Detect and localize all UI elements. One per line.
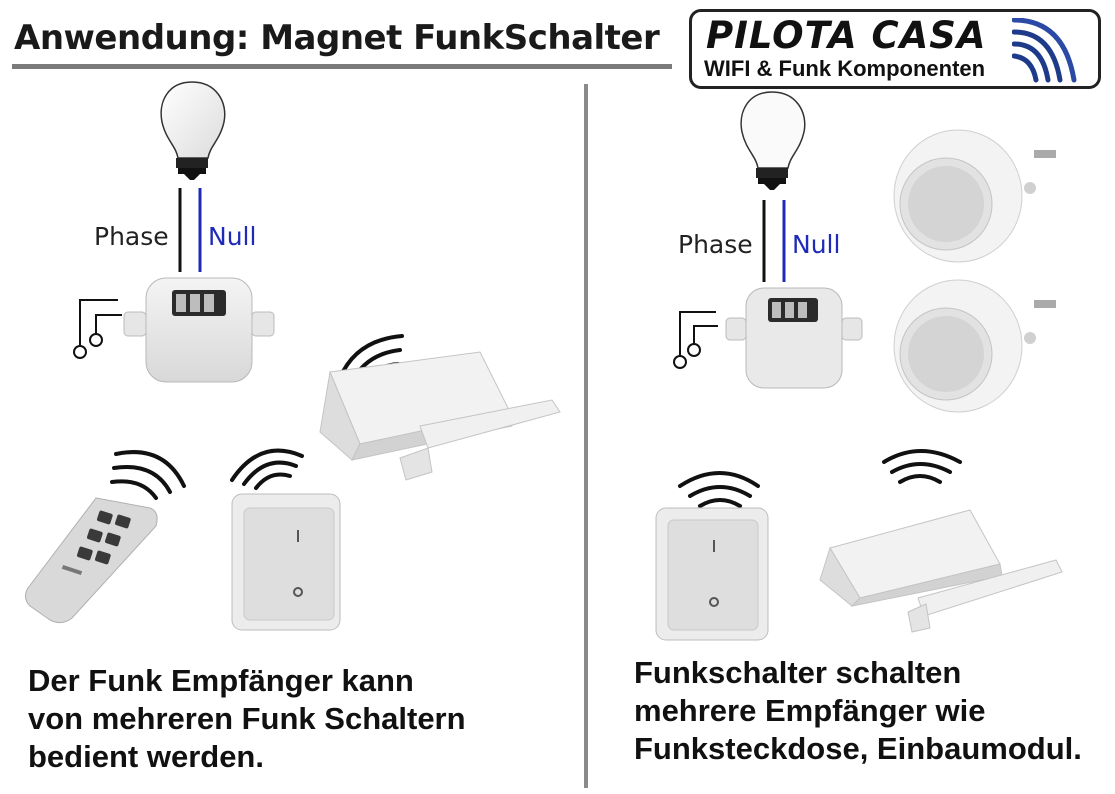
caption-line: Funkschalter schalten bbox=[634, 655, 962, 690]
magnet-sensor-icon bbox=[319, 351, 561, 481]
receiver-module-icon bbox=[725, 287, 863, 389]
caption-line: Der Funk Empfänger kann bbox=[28, 663, 414, 698]
caption-line: Funksteckdose, Einbaumodul. bbox=[634, 731, 1082, 766]
light-bulb-icon bbox=[160, 81, 226, 180]
page-title: Anwendung: Magnet FunkSchalter bbox=[14, 18, 660, 58]
radio-waves-icon bbox=[230, 448, 304, 490]
left-illustration bbox=[24, 81, 561, 631]
remote-control-icon bbox=[24, 497, 158, 624]
wall-switch-icon bbox=[231, 493, 341, 631]
panel-divider bbox=[584, 84, 588, 788]
switch-symbol-icon bbox=[73, 299, 122, 359]
smart-plug-icon bbox=[893, 279, 1056, 413]
logo-subtitle: WIFI & Funk Komponenten bbox=[704, 56, 986, 81]
radio-waves-icon bbox=[678, 471, 760, 508]
caption-line: von mehreren Funk Schaltern bbox=[28, 701, 466, 736]
smart-plug-icon bbox=[893, 129, 1056, 263]
right-illustration bbox=[655, 91, 1063, 641]
brand-logo: PILOTA CASA WIFI & Funk Komponenten bbox=[689, 9, 1101, 89]
logo-brand-text: PILOTA CASA bbox=[706, 14, 987, 57]
phase-label: Phase bbox=[678, 230, 753, 259]
light-bulb-icon bbox=[740, 91, 806, 190]
title-underline bbox=[12, 64, 672, 69]
phase-label: Phase bbox=[94, 222, 169, 251]
caption-line: bedient werden. bbox=[28, 739, 264, 774]
radio-waves-icon bbox=[882, 449, 962, 484]
logo-wave-icon bbox=[1012, 18, 1077, 83]
radio-waves-icon bbox=[110, 450, 186, 500]
wall-switch-icon bbox=[655, 507, 769, 641]
magnet-sensor-icon bbox=[819, 509, 1063, 633]
left-caption: Der Funk Empfänger kann von mehreren Fun… bbox=[28, 662, 466, 776]
receiver-module-icon bbox=[123, 277, 275, 383]
switch-symbol-icon bbox=[673, 311, 718, 369]
null-label: Null bbox=[208, 222, 257, 251]
caption-line: mehrere Empfänger wie bbox=[634, 693, 986, 728]
null-label: Null bbox=[792, 230, 841, 259]
right-caption: Funkschalter schalten mehrere Empfänger … bbox=[634, 654, 1082, 768]
